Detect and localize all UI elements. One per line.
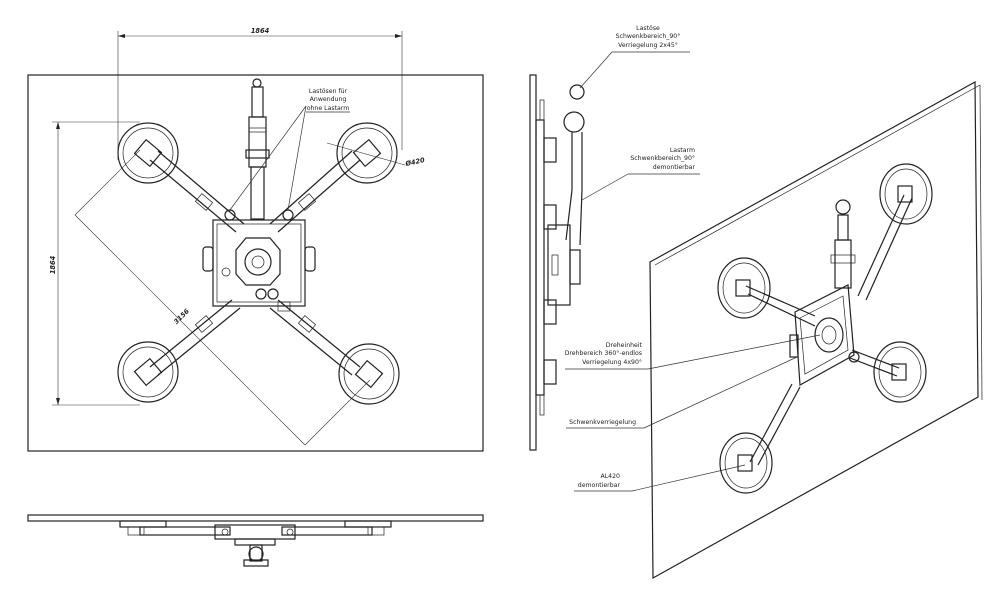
gauge-icon [267,288,279,300]
load-arm-iso [830,199,856,289]
dimension-diagonal-label: 3156 [172,307,191,326]
suction-pad [719,432,773,494]
glass-panel-side [529,74,537,451]
callout-dreheinheit: Dreheinheit Drehbereich 360°-endlos Verr… [565,334,821,370]
al420-label-line1: AL420 [601,473,621,480]
gauge-icon [255,288,267,300]
lastarm-label-line3: demontierbar [653,164,696,171]
schwenk-label: Schwenkverriegelung [569,419,636,426]
glass-panel-iso [649,80,979,580]
suction-pad [338,343,400,405]
suction-pads-iso [717,163,933,494]
callout-al420: AL420 demontierbar [574,464,746,492]
dimension-height-label: 1864 [49,255,57,274]
lastoese-label-line3: Verriegelung 2x45° [618,41,678,49]
callout-lastoesen: Lastösen für Anwendung ohne Lastarm [229,88,350,211]
top-view: 1864 1864 3156 [27,27,484,452]
lastoese-label-line1: Lastöse [636,25,660,32]
callout-schwenkverriegelung: Schwenkverriegelung [566,356,798,429]
handle-right [304,246,316,272]
suction-pad [117,122,179,184]
isometric-view [649,80,983,580]
load-arm-top-view [245,78,270,220]
central-frame [202,219,316,312]
suction-pad [873,341,927,403]
callout-lastarm: Lastarm Schwenkbereich_90° demontierbar [581,147,700,201]
rotation-unit [235,237,281,286]
suction-pad [117,341,179,403]
suction-pad [717,257,771,319]
dimension-width: 1864 [117,27,403,160]
dimension-height: 1864 [49,121,140,406]
lastarm-label-line1: Lastarm [670,147,695,154]
lastoese-label-line2: Schwenkbereich_90° [616,32,681,40]
glass-panel-edge [27,514,484,522]
pad-diameter-label: Ø420 [404,156,426,168]
handle-left [202,246,214,272]
suction-pad [879,163,933,225]
arms [149,150,361,376]
dimension-width-label: 1864 [251,27,270,35]
lastoesen-label-line3: ohne Lastarm [307,105,350,112]
lastarm-label-line2: Schwenkbereich_90° [630,154,695,162]
dreheinheit-label-line3: Verriegelung 4x90° [582,358,642,366]
dimension-diagonal: 3156 [74,149,371,446]
front-view [27,514,484,567]
callout-lastoese: Lastöse Schwenkbereich_90° Verriegelung … [579,25,690,89]
suction-pad [336,122,398,184]
lastoesen-label-line1: Lastösen für [309,88,348,95]
central-frame-iso [789,284,860,386]
glass-panel-outline [27,74,484,452]
al420-label-line2: demontierbar [578,482,621,489]
lastoesen-label-line2: Anwendung [310,96,347,103]
dreheinheit-label-line1: Dreheinheit [606,342,643,349]
suction-pads [117,122,400,405]
dreheinheit-label-line2: Drehbereich 360°-endlos [565,349,642,357]
side-view [529,74,585,451]
